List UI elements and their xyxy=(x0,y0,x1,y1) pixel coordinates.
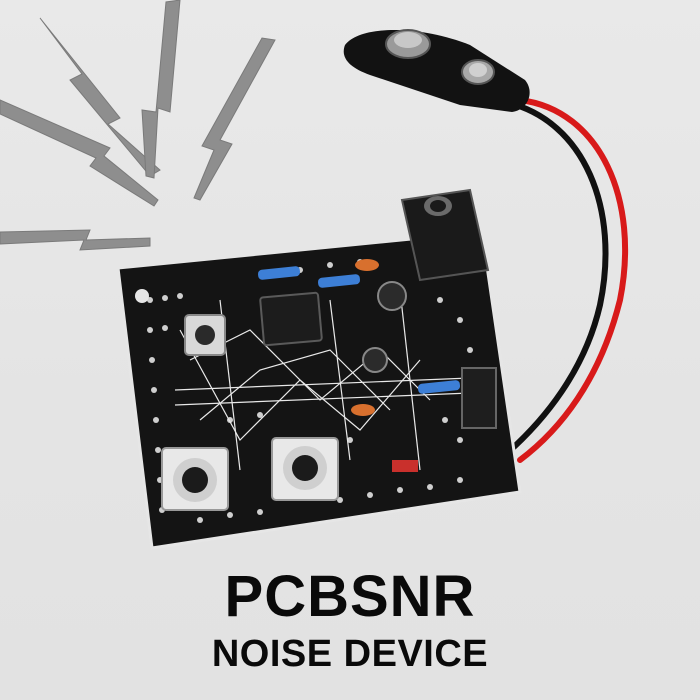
product-photo xyxy=(0,0,629,550)
lightning-burst-icon xyxy=(0,0,276,251)
battery-snap xyxy=(343,29,530,112)
audio-jack xyxy=(400,188,490,282)
pcb-board xyxy=(116,230,522,550)
title-block: PCBSNR NOISE DEVICE xyxy=(0,562,700,676)
product-subtitle: NOISE DEVICE xyxy=(211,633,489,675)
product-name: PCBSNR xyxy=(224,564,476,629)
